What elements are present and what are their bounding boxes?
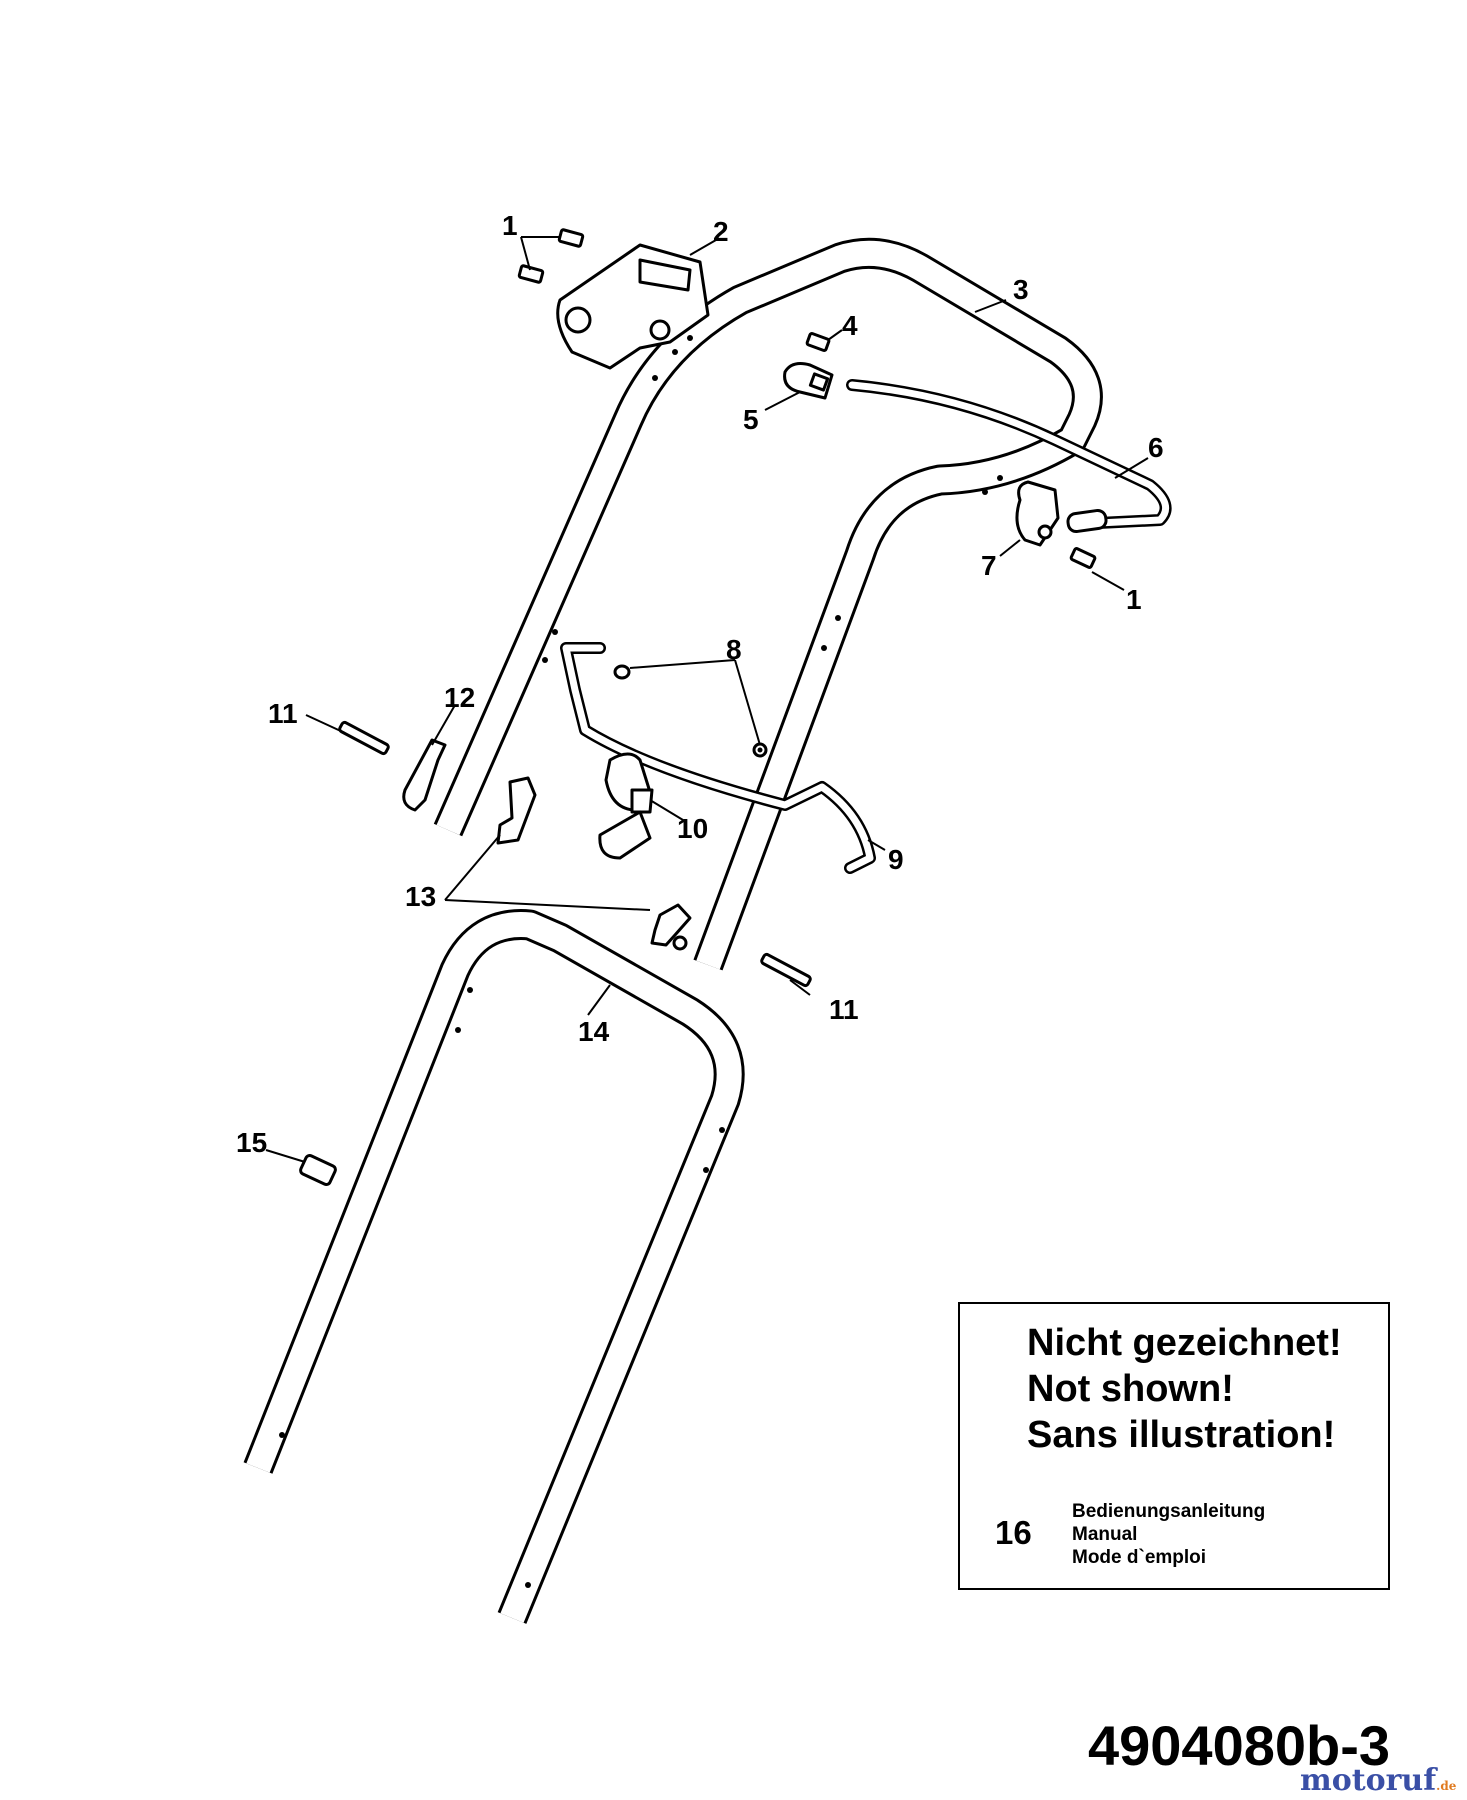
drawing-number: 4904080b-3	[1088, 1714, 1391, 1777]
callout-7: 7	[981, 550, 997, 581]
callout-15: 15	[236, 1127, 268, 1158]
leader-lines	[265, 236, 1149, 1163]
callout-1-right: 1	[1126, 584, 1142, 615]
note-item-en: Manual	[1072, 1524, 1138, 1545]
bolts-part-11	[338, 720, 812, 988]
note-item-fr: Mode d`emploi	[1072, 1547, 1207, 1568]
watermark-suffix: .de	[1436, 1779, 1457, 1793]
watermark-text: motoruf	[1300, 1763, 1437, 1798]
note-item-number: 16	[995, 1514, 1032, 1551]
callout-6: 6	[1148, 432, 1164, 463]
callout-3: 3	[1013, 274, 1029, 305]
callout-14: 14	[578, 1016, 610, 1047]
note-heading-en: Not shown!	[1027, 1368, 1234, 1410]
callout-4: 4	[842, 310, 858, 341]
note-item-de: Bedienungsanleitung	[1072, 1501, 1266, 1522]
clamp-part-5	[783, 362, 834, 400]
callout-12: 12	[444, 682, 476, 713]
watermark-logo: motoruf.de	[1300, 1766, 1456, 1796]
plug-part-15	[299, 1153, 337, 1187]
callout-2: 2	[713, 216, 729, 247]
cable	[846, 379, 1172, 534]
callout-5: 5	[743, 404, 759, 435]
callout-8: 8	[726, 634, 742, 665]
lower-handle	[243, 909, 745, 1624]
callout-9: 9	[888, 844, 904, 875]
cover-part-2	[556, 243, 710, 370]
screw-part-4	[805, 332, 831, 352]
callout-1-top: 1	[502, 210, 518, 241]
upper-handle	[433, 237, 1103, 971]
callout-11-right: 11	[829, 994, 859, 1025]
note-heading-fr: Sans illustration!	[1027, 1414, 1336, 1456]
bracket-part-10	[598, 752, 654, 860]
knobs-part-13	[496, 776, 692, 951]
bail-wire	[560, 642, 876, 874]
rings-part-8	[613, 664, 768, 758]
screws-part-1	[517, 228, 1097, 569]
bracket-part-12	[402, 738, 447, 812]
callout-10: 10	[677, 813, 709, 844]
note-heading-de: Nicht gezeichnet!	[1027, 1322, 1342, 1364]
callout-13: 13	[405, 881, 437, 912]
not-shown-box: Nicht gezeichnet! Not shown! Sans illust…	[958, 1302, 1390, 1590]
callout-11-left: 11	[268, 698, 298, 729]
clamp-part-7	[1015, 480, 1060, 547]
